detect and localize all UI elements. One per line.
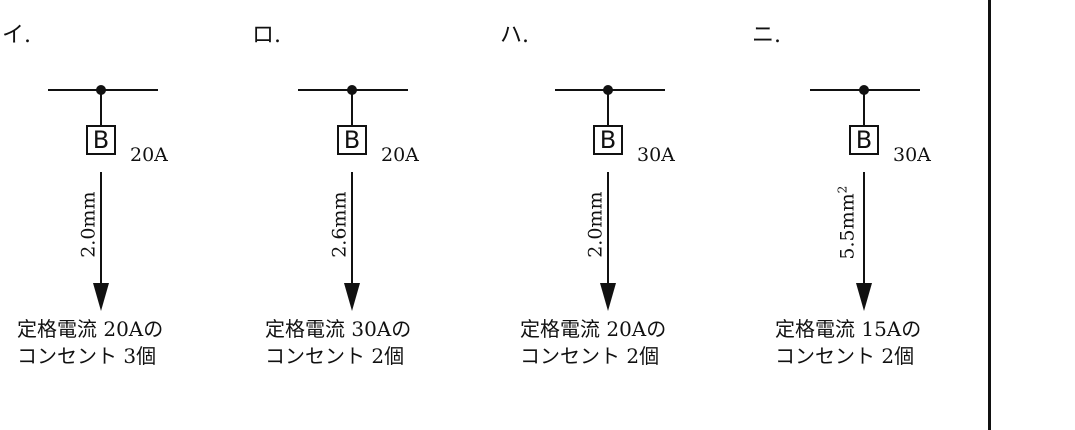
arrow-head <box>344 283 360 311</box>
circuit-ni <box>810 85 920 311</box>
wire-size: 2.6mm <box>328 191 351 258</box>
caption-line-2: コンセント 2個 <box>520 344 660 368</box>
caption-line-2: コンセント 2個 <box>265 344 405 368</box>
breaker-rating: 20A <box>130 144 168 166</box>
circuit-ha <box>555 85 665 311</box>
option-label-i: イ. <box>2 23 31 48</box>
arrow-head <box>93 283 109 311</box>
caption-line-2: コンセント 2個 <box>775 344 915 368</box>
wire-size: 5.5mm2 <box>835 185 859 260</box>
right-border-line <box>988 0 991 430</box>
wire-size: 2.0mm <box>77 191 100 258</box>
breaker-box-icon: B <box>337 125 367 155</box>
breaker-rating: 30A <box>637 144 675 166</box>
breaker-box-icon: B <box>849 125 879 155</box>
caption-line-1: 定格電流 30Aの <box>265 317 412 341</box>
wire-size: 2.0mm <box>584 191 607 258</box>
option-label-ha: ハ. <box>500 23 529 48</box>
arrow-head <box>600 283 616 311</box>
caption-line-1: 定格電流 15Aの <box>775 317 922 341</box>
caption-line-1: 定格電流 20Aの <box>520 317 667 341</box>
caption-line-2: コンセント 3個 <box>17 344 157 368</box>
caption-line-1: 定格電流 20Aの <box>17 317 164 341</box>
outlet-caption: 定格電流 15Aの コンセント 2個 <box>775 316 921 370</box>
outlet-caption: 定格電流 20Aの コンセント 2個 <box>520 316 666 370</box>
circuit-ro <box>298 85 408 311</box>
option-label-ro: ロ. <box>252 23 281 48</box>
breaker-rating: 30A <box>893 144 931 166</box>
outlet-caption: 定格電流 30Aの コンセント 2個 <box>265 316 411 370</box>
breaker-box-icon: B <box>593 125 623 155</box>
option-label-ni: ニ. <box>752 23 781 48</box>
outlet-caption: 定格電流 20Aの コンセント 3個 <box>17 316 163 370</box>
breaker-box-icon: B <box>86 125 116 155</box>
breaker-rating: 20A <box>381 144 419 166</box>
arrow-head <box>856 283 872 311</box>
circuit-i <box>48 85 158 311</box>
